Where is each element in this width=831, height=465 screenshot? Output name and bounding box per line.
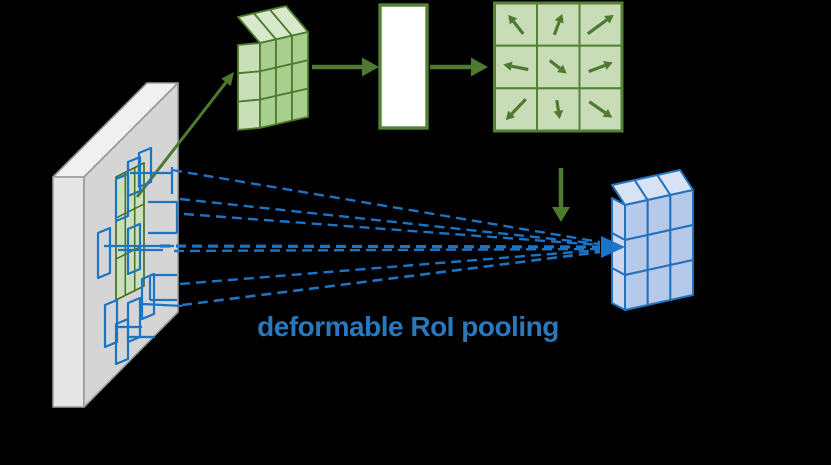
pooling-dashed-line: [159, 244, 601, 249]
cube-front-cell: [669, 259, 695, 301]
deformed-roi-bins: [96, 146, 156, 366]
offset-arrow-head: [553, 110, 564, 120]
flow-arrow-head: [471, 57, 488, 77]
offset-arrow-shaft: [511, 64, 529, 72]
offset-grid-border: [493, 1, 624, 133]
cube-front-cell: [275, 63, 293, 97]
offset-arrow-head: [557, 64, 567, 74]
cube-front-cell: [669, 189, 695, 231]
offset-arrow-shaft: [588, 63, 606, 73]
roi-bin: [114, 317, 130, 366]
offset-arrow-head: [505, 110, 516, 121]
convergence-arrowhead: [601, 236, 625, 258]
offset-arrow-head: [602, 108, 613, 118]
offset-arrow-shaft: [512, 20, 525, 35]
bin-connectors: [104, 167, 183, 339]
offset-arrow-head: [503, 61, 513, 71]
fc-layer-rect: [378, 3, 429, 130]
cube-front-cell: [259, 95, 277, 129]
pooling-dashed-line: [183, 212, 601, 247]
convergence-arrowhead-icon: [601, 236, 625, 258]
cube-front-cell: [275, 34, 293, 69]
roi-grid-line: [115, 203, 145, 219]
offset-arrow-shaft: [552, 21, 561, 36]
roi-bin: [114, 172, 130, 223]
cube-side-cell: [237, 70, 261, 103]
cube-front-cell: [624, 269, 649, 311]
roi-bin: [96, 226, 112, 280]
offset-arrow-shaft: [510, 98, 527, 116]
offset-arrow-head: [508, 14, 518, 25]
cube-front-cell: [259, 38, 277, 73]
pooled-feature-cube: [237, 5, 309, 131]
cube-side-cell: [611, 267, 626, 311]
pooling-arrow-head: [221, 72, 234, 86]
offset-arrow-head: [603, 61, 613, 70]
offset-arrow-shaft: [588, 100, 607, 115]
cube-front-cell: [291, 87, 309, 122]
offset-arrow-head: [604, 14, 614, 24]
pooling-dashed-line: [171, 168, 601, 244]
fc-layer-box: [378, 3, 429, 130]
cube-front-cell: [646, 264, 672, 306]
cube-side-cell: [237, 98, 261, 131]
pooling-dashed-line: [173, 247, 601, 253]
offset-field-grid: [493, 1, 624, 133]
offset-arrow-head: [554, 13, 564, 24]
output-feature-cube: [611, 169, 695, 311]
feature-map-side-face: [52, 176, 85, 408]
bin-connector: [142, 302, 183, 308]
pooling-dashed-line: [179, 197, 601, 246]
cube-front-cell: [624, 199, 649, 241]
pooling-dashed-lines: [159, 168, 601, 307]
pooling-dashed-line: [181, 250, 601, 307]
offset-arrow-shaft: [586, 18, 608, 36]
caption: deformable RoI pooling: [257, 311, 559, 342]
cube-side-cell: [237, 42, 261, 75]
cube-front-cell: [291, 31, 309, 65]
cube-front-cell: [624, 234, 649, 276]
pooling-dashed-line: [179, 248, 601, 286]
cube-front-cell: [291, 59, 309, 94]
offset-arrow-shaft: [555, 99, 561, 112]
flow-arrow-head: [552, 207, 570, 222]
flow-arrows: [312, 57, 570, 222]
roi-bin: [126, 222, 142, 276]
cube-front-cell: [275, 91, 293, 126]
cube-front-cell: [259, 66, 277, 101]
cube-front-cell: [646, 194, 672, 236]
flow-arrow-head: [362, 57, 379, 77]
cube-front-cell: [646, 229, 672, 271]
offset-arrow-shaft: [548, 59, 561, 70]
cube-front-cell: [669, 224, 695, 266]
